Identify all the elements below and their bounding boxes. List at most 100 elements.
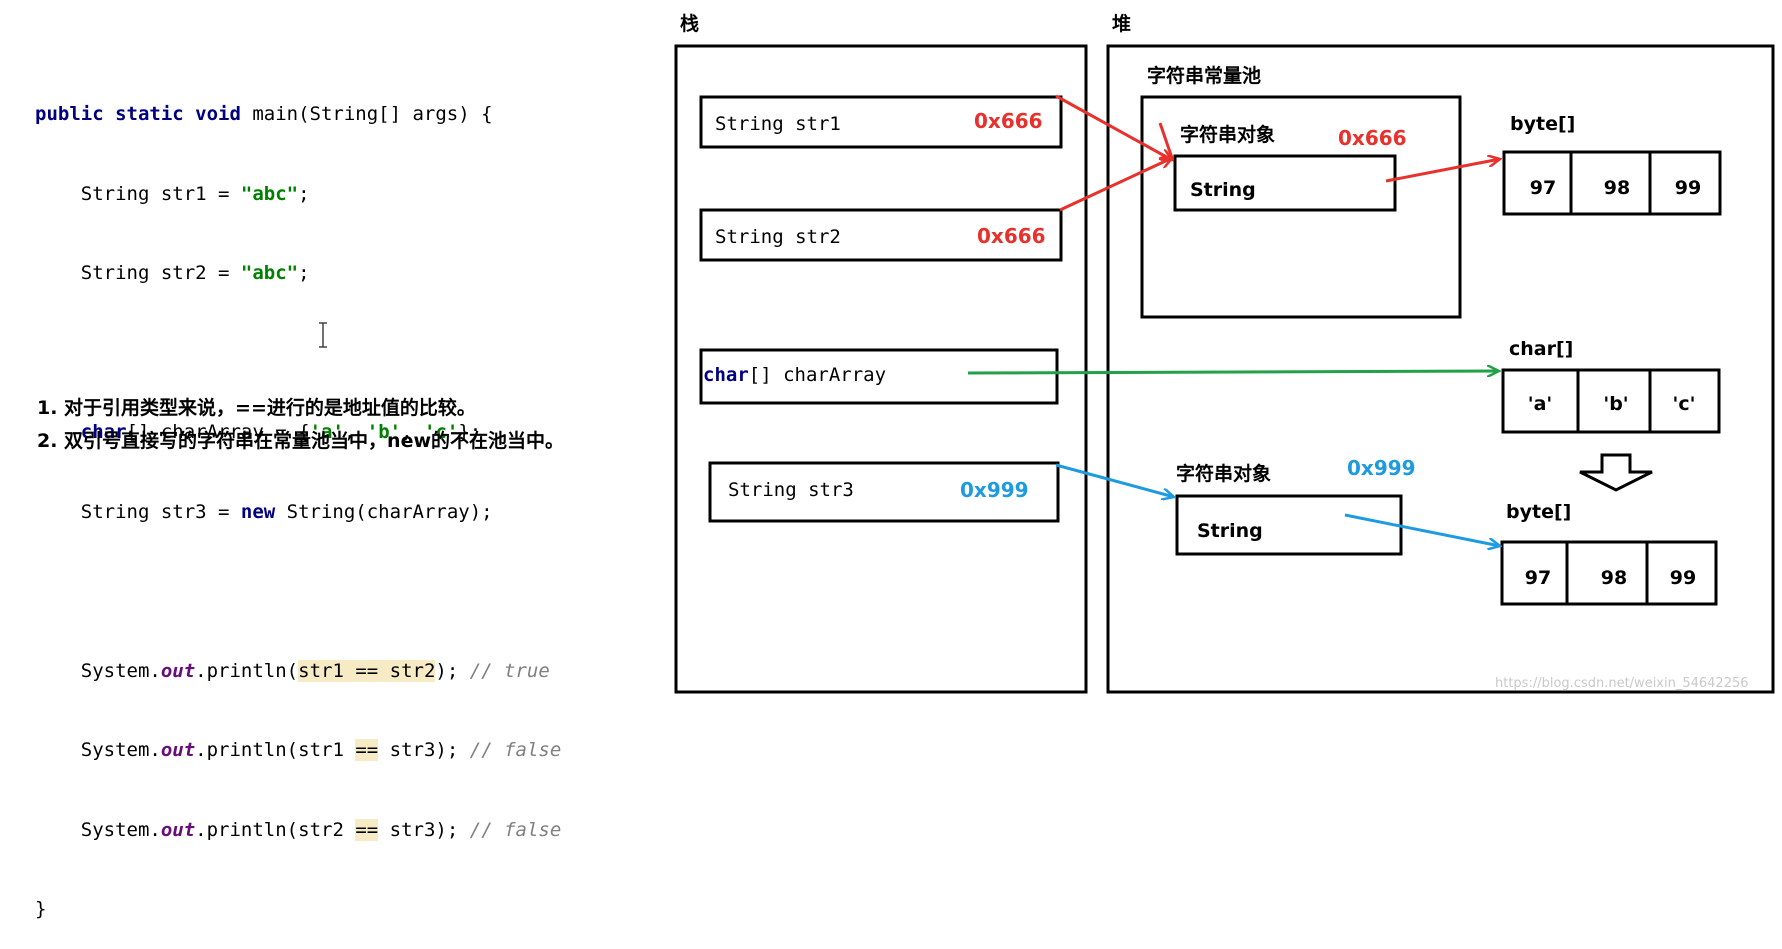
- array-cell-value: 99: [1675, 177, 1701, 199]
- code-line: public static void main(String[] args) {: [35, 101, 561, 128]
- code-keyword: char: [703, 364, 749, 386]
- code-string: 'a': [309, 421, 344, 443]
- code-line: System.out.println(str1 == str3); // fal…: [35, 737, 561, 764]
- stack-var-box: [699, 208, 1063, 262]
- code-line: }: [35, 896, 561, 923]
- stack-var-label: String str1: [715, 113, 841, 135]
- code-text: str3: [378, 739, 436, 761]
- code-line: char[] charArray = {'a', 'b', 'c'};: [35, 419, 561, 446]
- byte-array-label: byte[]: [1506, 501, 1571, 523]
- stack-var-box: [699, 348, 1059, 405]
- stack-var-str1: String str1 0x666: [699, 95, 1063, 149]
- code-string: 'c': [424, 421, 459, 443]
- array-cell: [1648, 368, 1721, 434]
- array-cell-value: 'b': [1603, 393, 1628, 415]
- code-text: .println(: [195, 739, 299, 761]
- code-text: str1: [298, 739, 356, 761]
- code-string: "abc": [240, 262, 299, 284]
- code-text: String str3 =: [35, 500, 241, 523]
- code-keyword: new: [240, 500, 276, 523]
- code-comment: // false: [469, 818, 562, 841]
- array-cell-value: 98: [1604, 177, 1630, 199]
- notes: 1. 对于引用类型来说，==进行的是地址值的比较。 2. 双引号直接写的字符串在…: [37, 392, 564, 458]
- stack-var-chararray: char[] charArray: [699, 348, 1059, 405]
- code-text: String str1 =: [35, 182, 241, 205]
- char-array-label: char[]: [1509, 338, 1573, 360]
- byte-array-2: 97 98 99: [1500, 540, 1718, 606]
- code-line: System.out.println(str1 == str2); // tru…: [35, 658, 561, 685]
- code-text: String str2 =: [35, 262, 241, 284]
- code-text: );: [435, 818, 470, 841]
- reference-arrow-str1: [1055, 94, 1172, 160]
- code-text: System.: [80, 659, 161, 682]
- code-text: System.: [80, 739, 161, 761]
- code-text: System.: [80, 818, 161, 841]
- array-cell-value: 'a': [1528, 393, 1552, 415]
- object-title: 字符串对象: [1176, 462, 1271, 485]
- address-label: 0x666: [1338, 126, 1407, 150]
- address-label: 0x666: [977, 224, 1046, 248]
- array-cell-value: 97: [1530, 177, 1556, 199]
- array-cell: [1645, 540, 1718, 606]
- code-text: [] charArray: [749, 364, 886, 386]
- code-comment: // true: [469, 659, 550, 682]
- heap-title: 堆: [1112, 12, 1131, 35]
- code-line: System.out.println(str2 == str3); // fal…: [35, 817, 561, 844]
- code-line: String str2 = "abc";: [35, 260, 561, 287]
- code-text: [] charArray = {: [126, 421, 310, 443]
- code-field: out: [160, 659, 196, 682]
- address-label: 0x999: [960, 478, 1029, 502]
- stack-var-str2: String str2 0x666: [699, 208, 1063, 262]
- text-cursor-icon: [319, 322, 327, 348]
- string-object-box: [1173, 154, 1397, 212]
- array-cell: [1648, 150, 1722, 216]
- object-type: String: [1197, 520, 1263, 542]
- code-keyword: public static void: [35, 103, 241, 125]
- pool-title: 字符串常量池: [1147, 64, 1261, 87]
- code-comment: // false: [469, 739, 562, 761]
- reference-arrow-chararray: [967, 371, 1499, 373]
- reference-arrow-bytes: [1385, 159, 1500, 183]
- code-text: .println(: [195, 818, 299, 841]
- char-array: 'a' 'b' 'c': [1501, 368, 1721, 434]
- code-line: String str1 = "abc";: [35, 181, 561, 208]
- code-text: }: [35, 898, 47, 920]
- reference-arrow-str3: [1055, 463, 1174, 497]
- watermark: https://blog.csdn.net/weixin_54642256: [1495, 676, 1749, 691]
- stack-title: 栈: [680, 12, 699, 35]
- note-1: 1. 对于引用类型来说，==进行的是地址值的比较。: [37, 397, 476, 419]
- code-text: ;: [298, 262, 310, 284]
- array-cell-value: 97: [1525, 567, 1551, 589]
- code-text: };: [458, 421, 482, 443]
- object-title: 字符串对象: [1180, 123, 1275, 146]
- down-arrow-icon: [1579, 453, 1653, 492]
- code-text: ;: [298, 182, 310, 205]
- string-pool-box: [1140, 95, 1462, 319]
- array-cell-value: 98: [1601, 567, 1627, 589]
- memory-diagram: 栈 堆 String str1 0x666 String str2 0x666 …: [674, 12, 1775, 694]
- code-text: ,: [401, 421, 424, 443]
- address-label: 0x999: [1347, 456, 1416, 480]
- code-keyword: char: [80, 421, 127, 443]
- byte-array-label: byte[]: [1510, 113, 1575, 135]
- stack-var-str3: String str3 0x999: [708, 461, 1060, 523]
- code-line: String str3 = new String(charArray);: [35, 499, 561, 526]
- code-text: );: [435, 659, 470, 682]
- stack-region: [674, 44, 1088, 694]
- stack-var-label: String str2: [715, 226, 841, 248]
- code-text: .println(: [195, 659, 299, 682]
- code-highlight: ==: [355, 739, 379, 761]
- note-2: 2. 双引号直接写的字符串在常量池当中，new的不在池当中。: [37, 430, 565, 452]
- byte-array-1: 97 98 99: [1502, 150, 1722, 216]
- code-text: str2: [298, 818, 356, 841]
- code-string: 'b': [366, 421, 402, 443]
- code-text: main(String[] args) {: [240, 103, 493, 125]
- reference-arrow-tail: [1158, 122, 1174, 159]
- code-text: );: [435, 739, 470, 761]
- code-highlight: ==: [355, 818, 379, 841]
- code-field: out: [160, 818, 196, 841]
- stack-var-label: char[] charArray: [703, 364, 886, 386]
- heap-region: [1106, 44, 1775, 694]
- stack-var-box: [708, 461, 1060, 523]
- code-string: "abc": [240, 182, 299, 205]
